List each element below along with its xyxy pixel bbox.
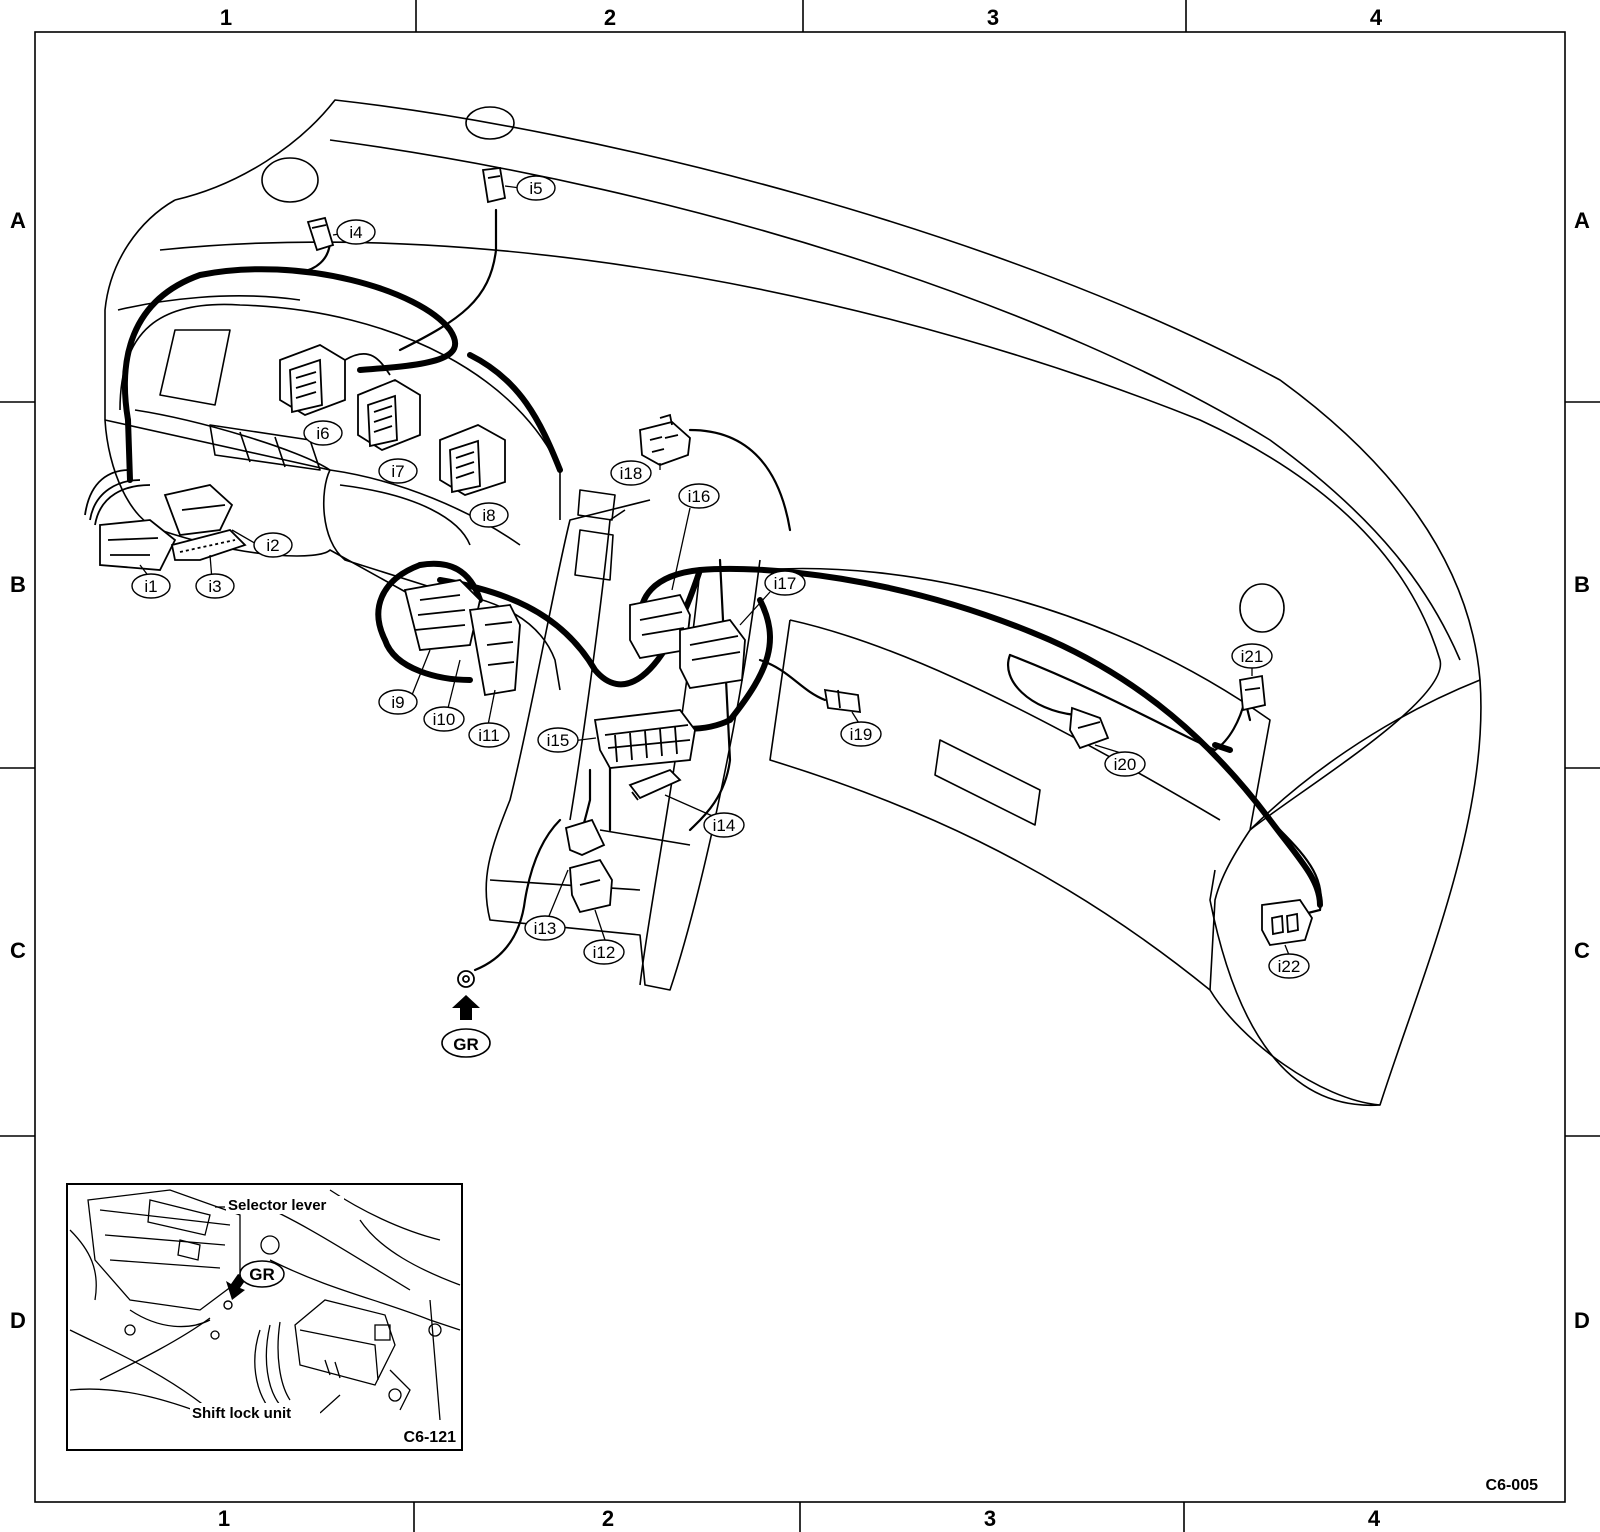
grid-labels: 1 2 3 4 1 2 3 4 A B C D A B C D [10, 5, 1590, 1531]
connector-i9-i10-i11-body [403, 579, 521, 697]
branch-wires [298, 208, 1323, 972]
label-i20-text: i20 [1114, 755, 1137, 774]
label-i8-text: i8 [482, 506, 495, 525]
figure-code: C6-005 [1486, 1477, 1539, 1494]
connector-i14-body [628, 768, 682, 801]
label-i18-text: i18 [620, 464, 643, 483]
connector-i15-body [593, 709, 696, 769]
label-i21-text: i21 [1241, 647, 1264, 666]
inset-code-label: C6-121 [404, 1429, 457, 1446]
connector-i12-i13-body [564, 818, 613, 914]
row-label-left-c: C [10, 938, 26, 963]
row-label-right-c: C [1574, 938, 1590, 963]
inset-ground-arrow-icon [226, 1274, 247, 1300]
connector-i19-body [823, 688, 862, 714]
row-label-left-b: B [10, 572, 26, 597]
label-i8: i8 [469, 502, 509, 528]
label-i2-text: i2 [266, 536, 279, 555]
label-i11: i11 [468, 722, 510, 748]
row-label-right-a: A [1574, 208, 1590, 233]
label-i15-text: i15 [547, 731, 570, 750]
inset-selector-lever-label: Selector lever [228, 1197, 327, 1214]
ground-arrow-icon [452, 995, 480, 1020]
col-label-bottom-1: 1 [218, 1506, 230, 1531]
connector-i6-body [279, 344, 391, 416]
col-label-top-3: 3 [987, 5, 999, 30]
dashboard-outline [104, 99, 1482, 1107]
label-i2: i2 [253, 532, 293, 558]
label-i10-text: i10 [433, 710, 456, 729]
row-label-left-d: D [10, 1308, 26, 1333]
connector-i16-i17-body [629, 593, 746, 689]
label-i3: i3 [195, 573, 235, 599]
label-i17: i17 [764, 570, 806, 596]
ground-label: GR [453, 1035, 479, 1054]
connector-i7-body [357, 378, 421, 452]
col-label-top-2: 2 [604, 5, 616, 30]
label-i4-text: i4 [349, 223, 362, 242]
connector-bodies [84, 167, 1313, 988]
label-i18: i18 [610, 460, 652, 486]
label-i14-text: i14 [713, 816, 736, 835]
connector-labels: i1 i2 i3 i4 i5 i6 i7 i8 [131, 175, 1310, 979]
inset-shift-lock-unit-label: Shift lock unit [192, 1405, 291, 1422]
connector-i1-body [84, 469, 177, 571]
connector-i20-body [1069, 706, 1110, 750]
connector-i18-body [639, 413, 691, 466]
label-i15: i15 [537, 727, 579, 753]
ground-callout: GR [441, 995, 491, 1058]
label-i16-text: i16 [688, 487, 711, 506]
connector-i3-body [170, 528, 247, 561]
inset-detail: GR Selector lever Shift lock unit C6-121 [66, 1183, 463, 1451]
label-i12-text: i12 [593, 943, 616, 962]
col-label-bottom-2: 2 [602, 1506, 614, 1531]
label-i19-text: i19 [850, 725, 873, 744]
label-i11-text: i11 [478, 726, 499, 745]
label-i9-text: i9 [391, 693, 404, 712]
connector-i21-body [1239, 674, 1266, 712]
label-i9: i9 [378, 689, 418, 715]
row-label-right-b: B [1574, 572, 1590, 597]
label-i7: i7 [378, 458, 418, 484]
label-i1-text: i1 [144, 577, 157, 596]
col-label-top-1: 1 [220, 5, 232, 30]
connector-i22-body [1261, 899, 1313, 946]
label-i19: i19 [840, 721, 882, 747]
col-label-bottom-4: 4 [1368, 1506, 1381, 1531]
connector-i2-body [163, 484, 234, 536]
label-i22-text: i22 [1278, 957, 1301, 976]
label-i1: i1 [131, 573, 171, 599]
label-i13: i13 [524, 915, 566, 941]
connector-i5-body [481, 167, 507, 204]
row-label-right-d: D [1574, 1308, 1590, 1333]
label-i21: i21 [1231, 643, 1273, 669]
label-i16: i16 [678, 483, 720, 509]
connector-i4-body [306, 216, 335, 252]
label-i12: i12 [583, 939, 625, 965]
label-i5: i5 [516, 175, 556, 201]
label-i6-text: i6 [316, 424, 329, 443]
label-i14: i14 [703, 812, 745, 838]
ground-eyelet [457, 970, 475, 988]
label-i22: i22 [1268, 953, 1310, 979]
row-label-left-a: A [10, 208, 26, 233]
col-label-top-4: 4 [1370, 5, 1383, 30]
label-i13-text: i13 [534, 919, 557, 938]
label-i3-text: i3 [208, 577, 221, 596]
label-i10: i10 [423, 706, 465, 732]
label-i6: i6 [303, 420, 343, 446]
label-i5-text: i5 [529, 179, 542, 198]
label-i7-text: i7 [391, 462, 404, 481]
col-label-bottom-3: 3 [984, 1506, 996, 1531]
label-i17-text: i17 [774, 574, 797, 593]
inset-ground-label: GR [249, 1265, 275, 1284]
connector-i8-body [439, 424, 506, 496]
label-i4: i4 [336, 219, 376, 245]
label-i20: i20 [1104, 751, 1146, 777]
